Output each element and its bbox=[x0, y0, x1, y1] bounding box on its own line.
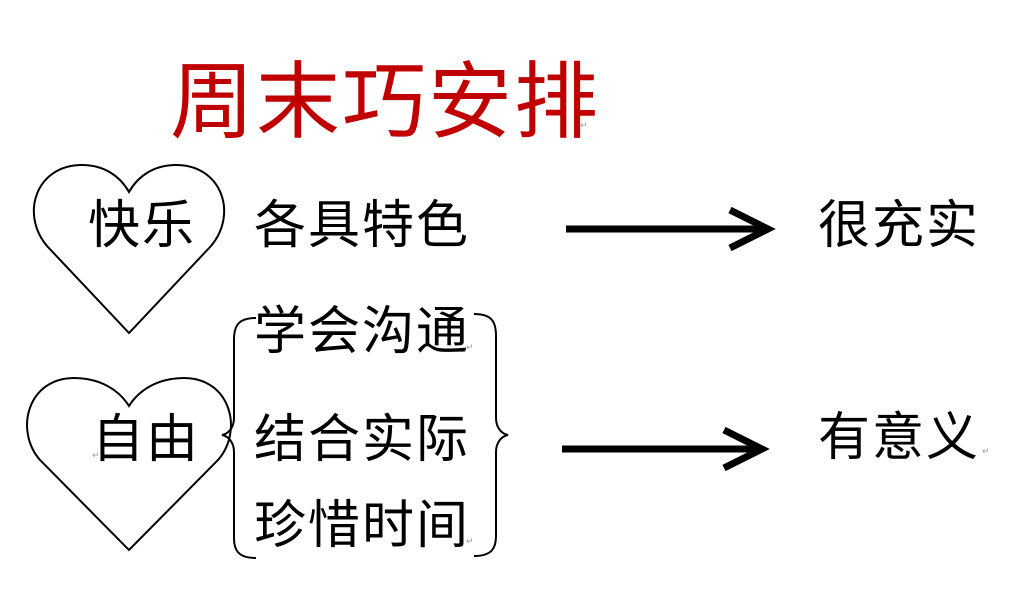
heart-shape-2 bbox=[26, 376, 232, 552]
paragraph-mark: ↵ bbox=[466, 343, 474, 353]
paragraph-mark: ↵ bbox=[982, 447, 990, 457]
item-label-1: 各具特色 bbox=[254, 196, 471, 256]
heart-label-1: 快乐 bbox=[88, 196, 197, 256]
item-label-4: 珍惜时间 bbox=[254, 496, 471, 556]
arrow-1 bbox=[566, 206, 776, 252]
result-label-1: 很充实 bbox=[818, 196, 981, 256]
item-label-2: 学会沟通 bbox=[254, 302, 471, 362]
paragraph-mark: ↵ bbox=[466, 537, 474, 547]
right-brace bbox=[473, 313, 509, 557]
paragraph-mark: ↵ bbox=[92, 451, 100, 461]
left-brace bbox=[221, 317, 257, 559]
item-label-3: 结合实际 bbox=[254, 410, 471, 470]
paragraph-mark: ↵ bbox=[580, 121, 588, 131]
heart-label-2: 自由 bbox=[92, 410, 201, 470]
page-title: 周末巧安排 bbox=[170, 53, 601, 151]
result-label-2: 有意义 bbox=[818, 408, 981, 468]
heart-shape-1 bbox=[32, 163, 226, 335]
arrow-2 bbox=[562, 426, 770, 472]
